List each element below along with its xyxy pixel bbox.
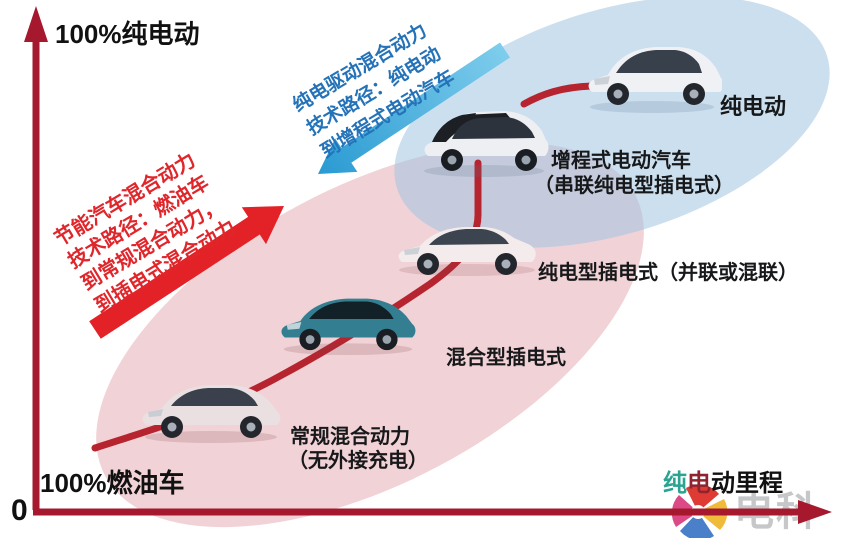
car-plugin-hybrid <box>281 298 416 356</box>
x-axis-label-char2: 电 <box>687 470 711 497</box>
label-range-extended-ev-line1: 增程式电动汽车 <box>551 150 691 172</box>
car-pure-electric-plugin <box>398 227 536 276</box>
x-axis-label-rest: 动里程 <box>711 470 783 497</box>
car-conventional-hybrid <box>142 385 281 443</box>
label-plugin-hybrid: 混合型插电式 <box>446 347 566 369</box>
y-axis-label: 100%纯电动 <box>55 19 200 49</box>
x-axis-label-char1: 纯 <box>663 470 687 497</box>
x-axis-label: 纯电动里程 <box>663 463 783 498</box>
y-axis-arrowhead <box>24 6 48 42</box>
car-pure-ev <box>588 47 722 113</box>
label-range-extended-ev-line2: （串联纯电型插电式） <box>534 175 734 197</box>
label-conventional-hybrid-line2: （无外接充电） <box>288 450 428 472</box>
x-axis-start-label: 100%燃油车 <box>40 468 185 498</box>
label-pure-ev: 纯电动 <box>720 94 787 119</box>
origin-label: 0 <box>11 494 28 527</box>
label-pure-electric-plugin: 纯电型插电式（并联或混联） <box>538 262 798 284</box>
car-range-extended-ev <box>424 111 549 177</box>
